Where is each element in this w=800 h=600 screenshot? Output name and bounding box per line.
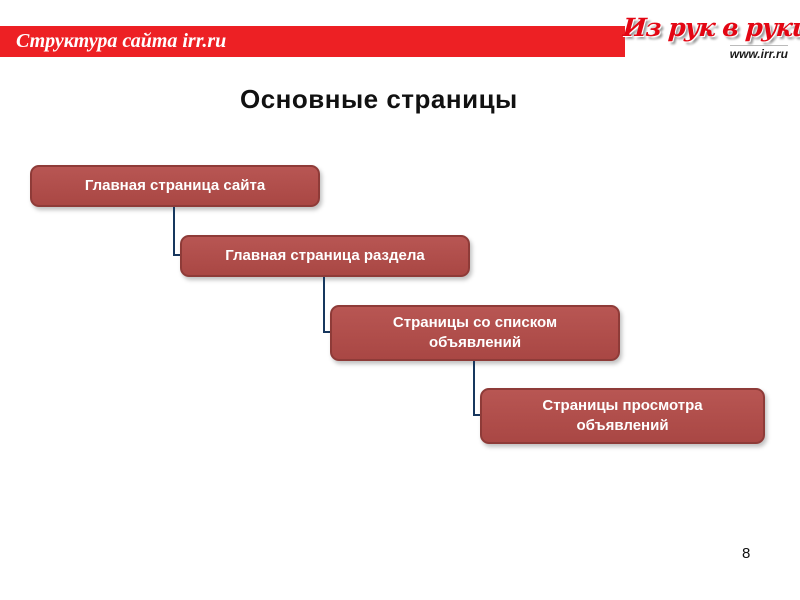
- slide-title: Основные страницы: [240, 84, 518, 114]
- page-number: 8: [742, 545, 751, 562]
- connector-elbow-1: [173, 207, 180, 256]
- diagram-node-section-main-page: Главная страница раздела: [180, 235, 470, 277]
- connector-elbow-2: [323, 277, 330, 333]
- logo: Из рук в руки www.irr.ru: [622, 13, 800, 63]
- logo-url: www.irr.ru: [729, 44, 788, 61]
- header-bar: Структура сайта irr.ru: [0, 26, 625, 57]
- diagram-node-listing-pages: Страницы со списком объявлений: [330, 305, 620, 361]
- logo-text: Из рук в руки: [622, 13, 800, 42]
- diagram-node-site-main-page: Главная страница сайта: [30, 165, 320, 207]
- diagram-node-ad-view-pages: Страницы просмотра объявлений: [480, 388, 765, 444]
- connector-elbow-3: [473, 361, 480, 416]
- header-title: Структура сайта irr.ru: [16, 30, 227, 52]
